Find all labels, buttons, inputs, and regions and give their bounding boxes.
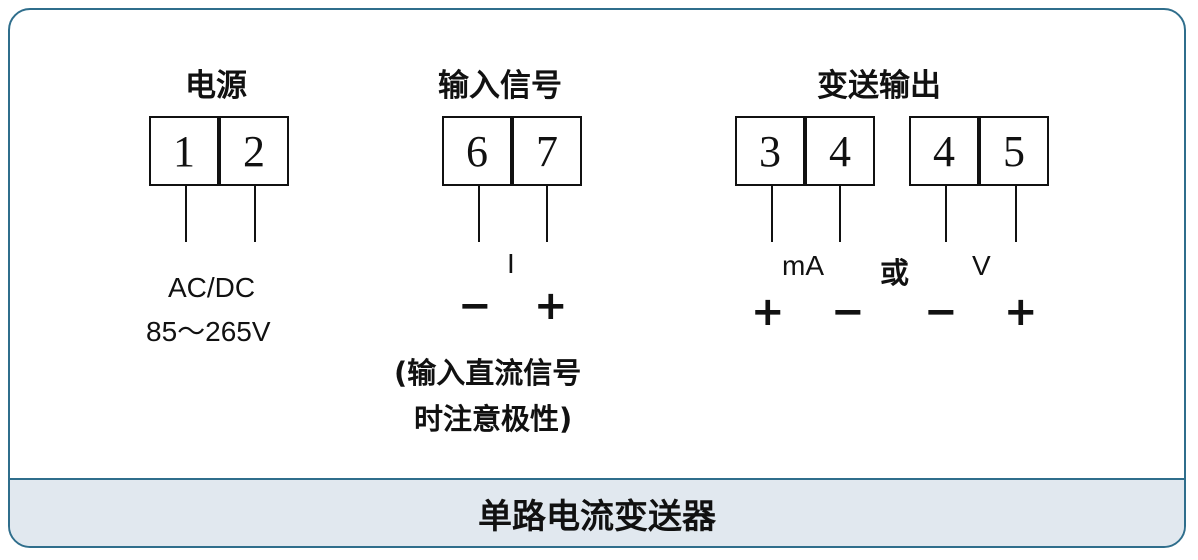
wire-1 <box>185 186 187 242</box>
output-sign-4-voltage: − <box>924 289 958 335</box>
terminal-7: 7 <box>512 116 582 186</box>
power-spec-range: 85～265V <box>146 316 271 347</box>
diagram-frame: 单路电流变送器 <box>8 8 1186 548</box>
input-signal-label: I <box>507 248 515 279</box>
output-sign-5: + <box>1004 289 1038 335</box>
wire-2 <box>254 186 256 242</box>
terminal-4-voltage: 4 <box>909 116 979 186</box>
wire-5 <box>1015 186 1017 242</box>
output-current-label: mA <box>782 250 824 281</box>
wire-7 <box>546 186 548 242</box>
output-title: 变送输出 <box>817 68 941 104</box>
output-or-label: 或 <box>880 256 910 290</box>
input-note-line2: 时注意极性) <box>414 402 573 436</box>
terminal-4-current: 4 <box>805 116 875 186</box>
input-note-line1: (输入直流信号 <box>394 356 582 390</box>
terminal-3: 3 <box>735 116 805 186</box>
power-title: 电源 <box>185 68 247 104</box>
footer-bar: 单路电流变送器 <box>10 478 1184 546</box>
terminal-1: 1 <box>149 116 219 186</box>
terminal-5: 5 <box>979 116 1049 186</box>
output-sign-3: + <box>751 289 785 335</box>
wire-4-current <box>839 186 841 242</box>
device-title: 单路电流变送器 <box>478 496 716 537</box>
terminal-6: 6 <box>442 116 512 186</box>
power-spec-type: AC/DC <box>168 272 256 303</box>
output-sign-4-current: − <box>831 289 865 335</box>
input-minus-sign: − <box>458 283 492 329</box>
wire-4-voltage <box>945 186 947 242</box>
input-plus-sign: + <box>534 283 568 329</box>
wire-3 <box>771 186 773 242</box>
terminal-2: 2 <box>219 116 289 186</box>
input-title: 输入信号 <box>438 68 562 104</box>
wire-6 <box>478 186 480 242</box>
output-voltage-label: V <box>972 250 991 281</box>
